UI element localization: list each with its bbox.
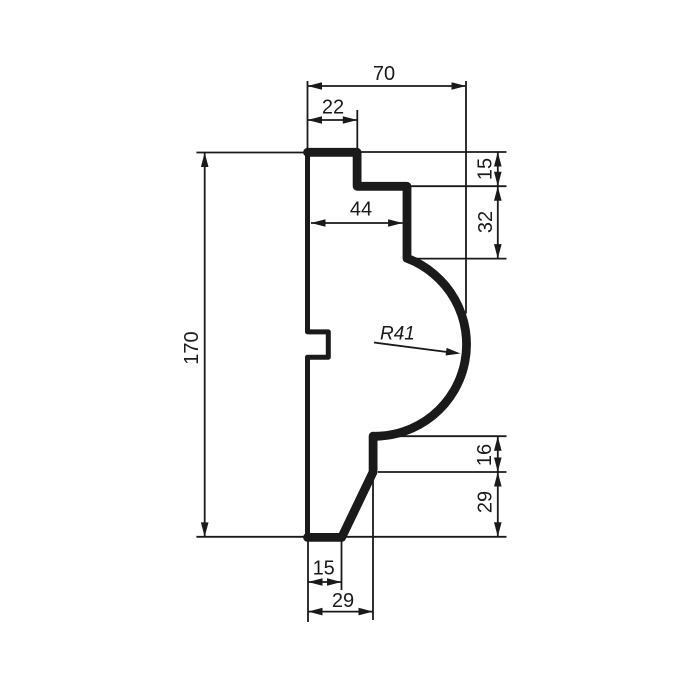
svg-text:29: 29 xyxy=(475,491,497,513)
svg-text:15: 15 xyxy=(313,558,335,580)
svg-text:70: 70 xyxy=(373,63,395,85)
svg-text:170: 170 xyxy=(181,331,203,364)
svg-text:R41: R41 xyxy=(380,324,415,345)
svg-text:15: 15 xyxy=(475,158,497,180)
svg-text:29: 29 xyxy=(332,590,354,612)
svg-text:22: 22 xyxy=(322,97,344,119)
svg-text:16: 16 xyxy=(474,444,496,466)
svg-text:32: 32 xyxy=(475,211,497,233)
svg-text:44: 44 xyxy=(350,199,372,221)
